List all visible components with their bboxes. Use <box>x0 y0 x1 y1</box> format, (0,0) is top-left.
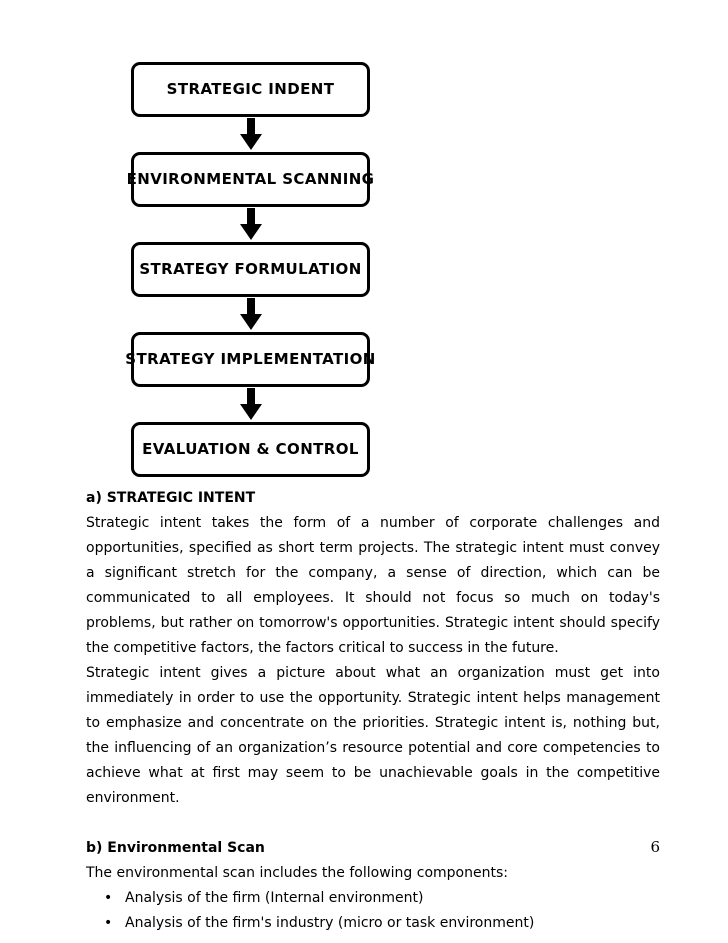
list-item: • Analysis of the firm (Internal environ… <box>86 886 660 911</box>
arrow-down-icon <box>239 298 262 330</box>
strategic-management-flowchart: STRATEGIC INDENT ENVIRONMENTAL SCANNING … <box>125 62 375 477</box>
flow-box-label: STRATEGY FORMULATION <box>139 260 362 279</box>
paragraph-spacer <box>86 811 660 836</box>
document-body: a) STRATEGIC INTENT Strategic intent tak… <box>86 486 660 936</box>
section-heading-strategic-intent: a) STRATEGIC INTENT <box>86 490 256 506</box>
flow-box-strategy-implementation: STRATEGY IMPLEMENTATION <box>125 332 375 387</box>
flow-box-strategy-formulation: STRATEGY FORMULATION <box>131 242 370 297</box>
flow-box-strategic-indent: STRATEGIC INDENT <box>131 62 370 117</box>
flow-connector-1 <box>131 117 370 152</box>
paragraph-strategic-intent-1: Strategic intent takes the form of a num… <box>86 515 660 656</box>
list-item-label: Analysis of the firm (Internal environme… <box>125 890 424 906</box>
paragraph-strategic-intent-2: Strategic intent gives a picture about w… <box>86 665 660 806</box>
flow-box-label: ENVIRONMENTAL SCANNING <box>126 170 375 189</box>
paragraph-environmental-scan-intro: The environmental scan includes the foll… <box>86 865 508 881</box>
flow-box-environmental-scanning: ENVIRONMENTAL SCANNING <box>127 152 374 207</box>
flow-box-label: STRATEGY IMPLEMENTATION <box>125 350 376 369</box>
arrow-down-icon <box>239 208 262 240</box>
page-number: 6 <box>650 838 660 856</box>
environmental-scan-components-list: • Analysis of the firm (Internal environ… <box>86 886 660 936</box>
bullet-marker-icon: • <box>104 915 113 931</box>
flow-box-evaluation-and-control: EVALUATION & CONTROL <box>131 422 370 477</box>
flow-box-label: STRATEGIC INDENT <box>166 80 335 99</box>
arrow-down-icon <box>239 388 262 420</box>
flow-box-label: EVALUATION & CONTROL <box>142 440 359 459</box>
flow-connector-4 <box>131 387 370 422</box>
arrow-down-icon <box>239 118 262 150</box>
bullet-marker-icon: • <box>104 890 113 906</box>
list-item-label: Analysis of the firm's industry (micro o… <box>125 915 535 931</box>
section-heading-environmental-scan: b) Environmental Scan <box>86 840 265 856</box>
flow-connector-2 <box>131 207 370 242</box>
list-item: • Analysis of the firm's industry (micro… <box>86 911 660 936</box>
flow-connector-3 <box>131 297 370 332</box>
